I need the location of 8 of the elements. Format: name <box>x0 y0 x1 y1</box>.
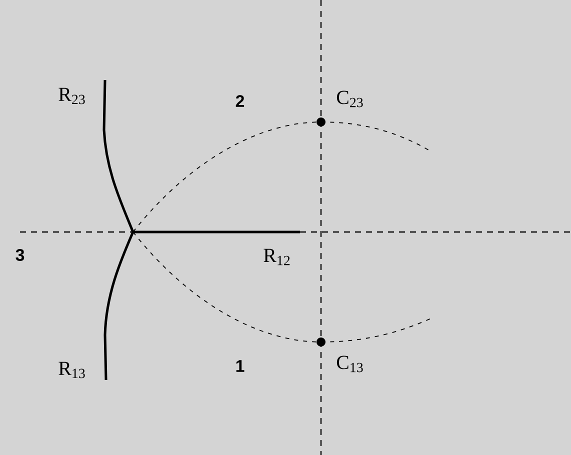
curve-label: R$_{12}$ <box>264 248 290 266</box>
region-number: 3 <box>16 248 24 261</box>
region-number: 2 <box>236 95 244 107</box>
curve-label: C$_{13}$ <box>336 356 363 372</box>
curve-label: C$_{23}$ <box>336 90 363 108</box>
curve-label: R$_{13}$ <box>58 362 85 378</box>
region-number: 1 <box>236 360 244 372</box>
curve-label: R$_{23}$ <box>58 88 85 104</box>
